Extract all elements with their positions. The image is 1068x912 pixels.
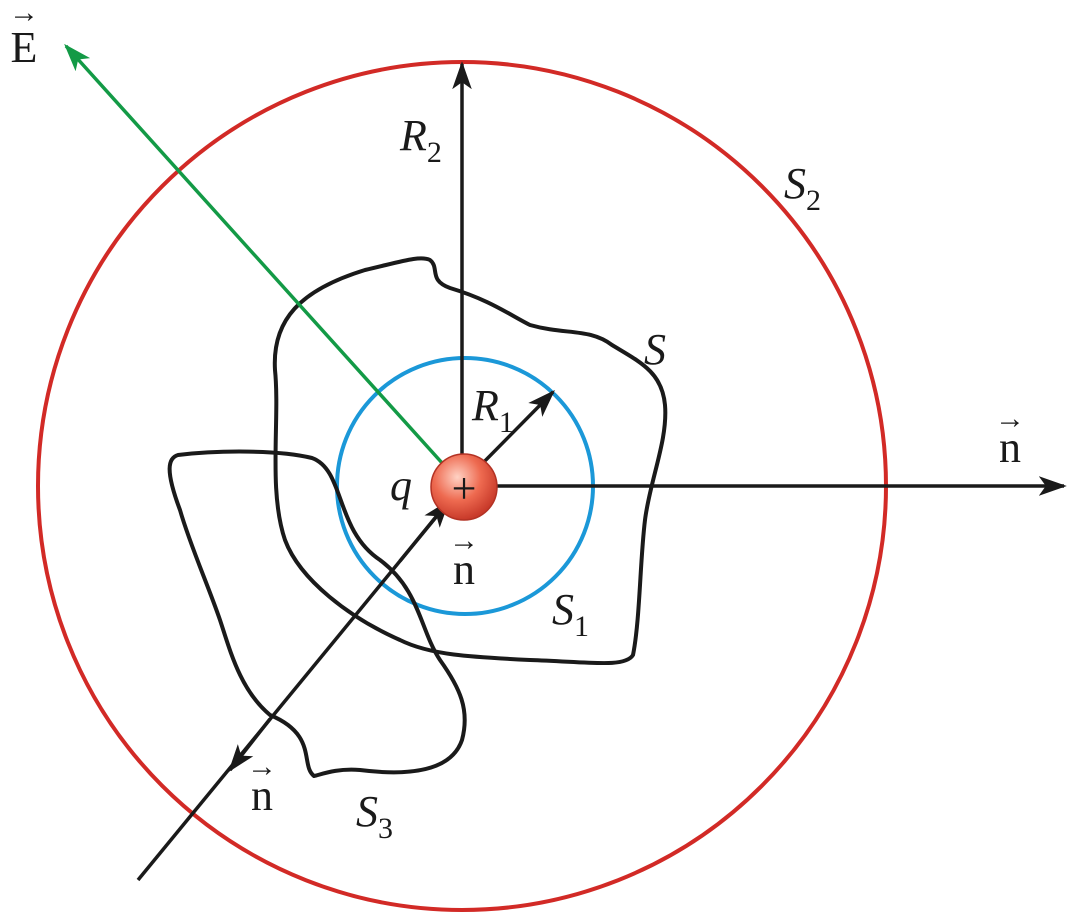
svg-text:→: → (9, 0, 39, 29)
label-s3: S3 (356, 787, 393, 845)
svg-text:n: n (999, 423, 1021, 472)
label-r2: R2 (399, 111, 442, 169)
svg-text:→: → (449, 524, 479, 557)
label-n-outer: → n (247, 750, 277, 820)
label-q: q (390, 461, 412, 510)
label-s2: S2 (784, 159, 821, 217)
svg-text:n: n (251, 771, 273, 820)
charge-ball (430, 453, 498, 521)
field-vector-e (64, 43, 445, 466)
svg-text:E: E (11, 23, 38, 72)
svg-text:n: n (453, 545, 475, 594)
label-e: → E (9, 0, 39, 72)
label-r1: R1 (471, 381, 514, 439)
label-s: S (644, 325, 666, 374)
normal-arrow-outer (228, 717, 272, 773)
charge-q: + (430, 453, 498, 521)
surface-s3 (167, 449, 467, 778)
normal-line-diagonal (136, 503, 448, 882)
label-n-right: → n (995, 402, 1025, 472)
normal-arrow-inner (398, 499, 450, 563)
svg-text:→: → (995, 402, 1025, 435)
svg-text:→: → (247, 750, 277, 783)
arbitrary-surface-s (272, 256, 668, 666)
charge-sign: + (452, 464, 477, 513)
label-s1: S1 (552, 585, 589, 643)
radius-r1-arrow (472, 390, 555, 474)
label-n-inner: → n (449, 524, 479, 594)
